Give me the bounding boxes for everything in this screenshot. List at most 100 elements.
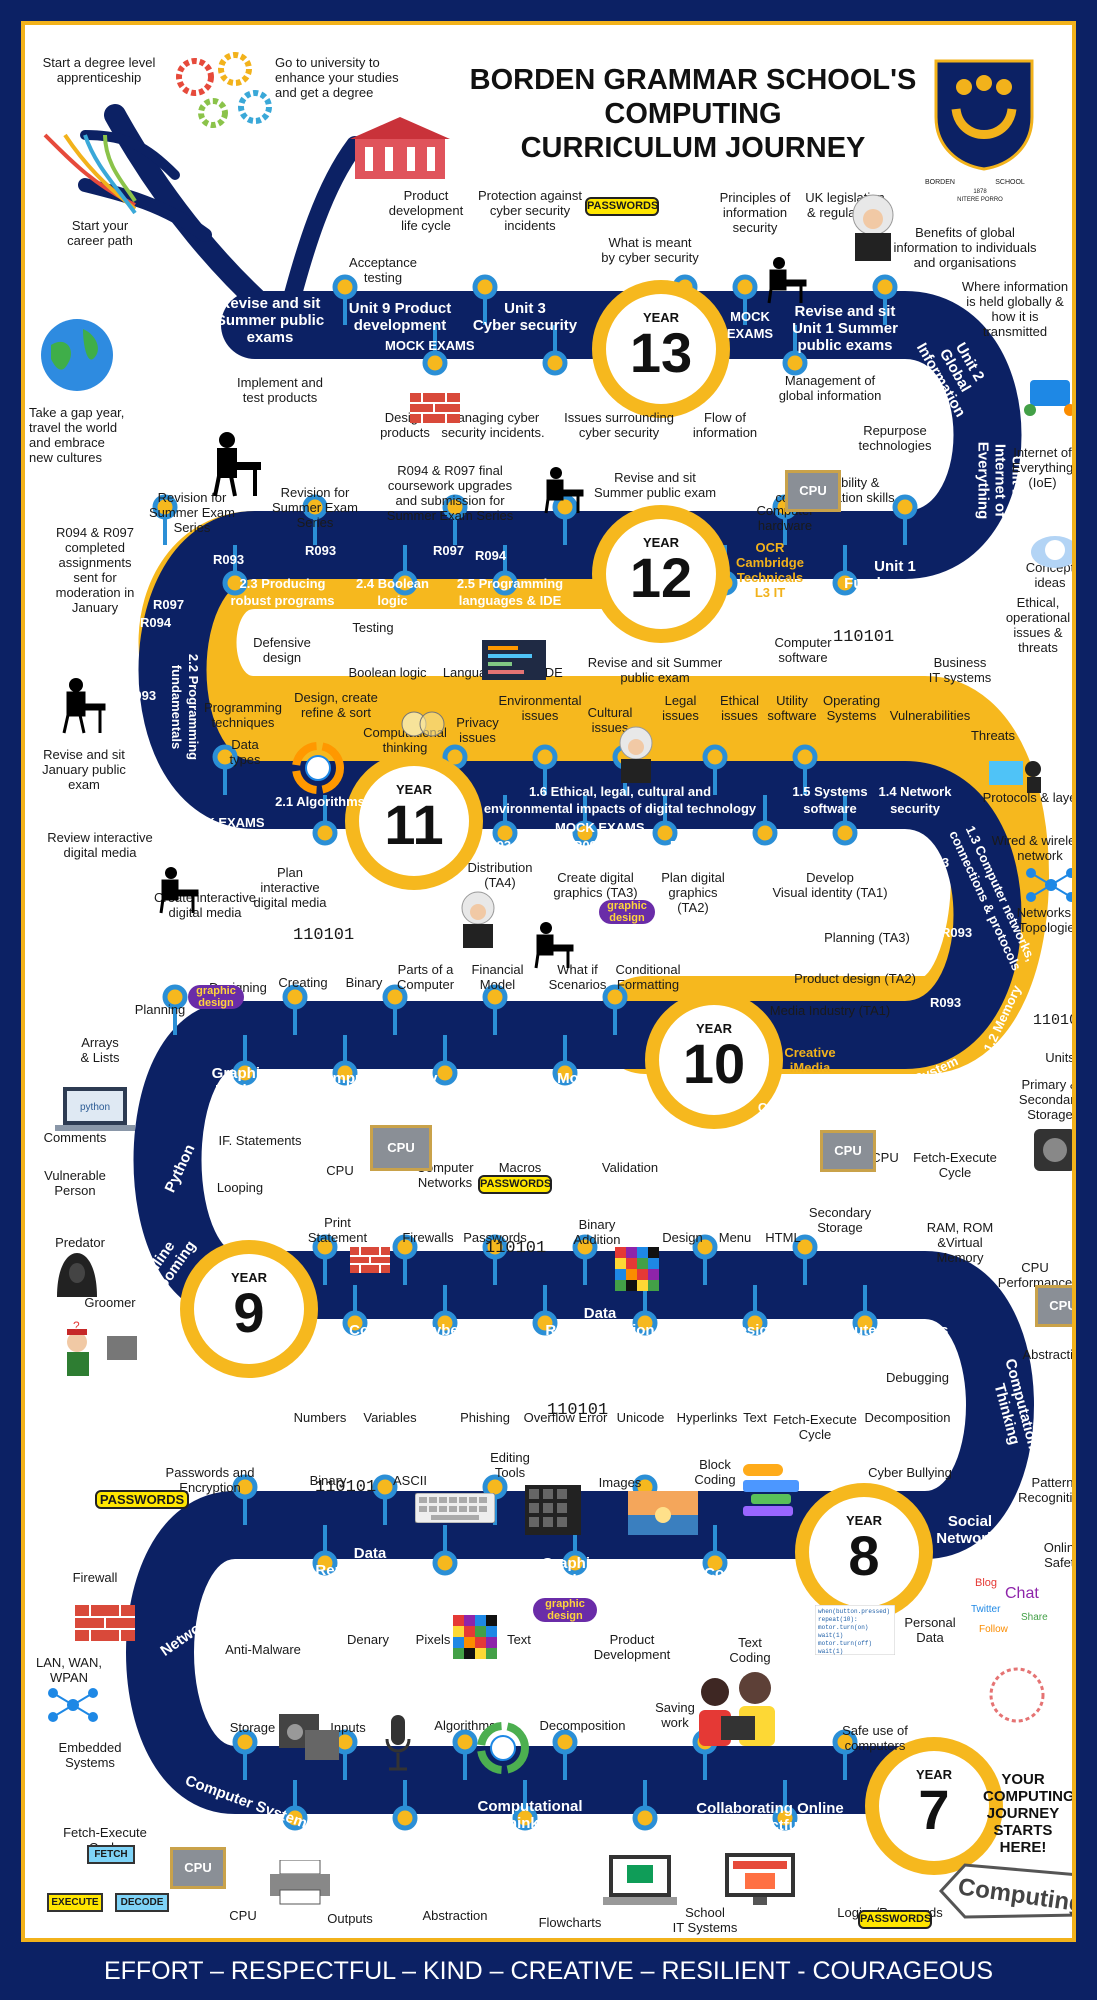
topic-units: Units	[1045, 1050, 1075, 1065]
unit-graphic-design-8: Graphic Design	[541, 1555, 599, 1589]
cpu-chip-icon-12: CPU	[785, 470, 841, 512]
topic-repurpose-tech: Repurpose technologies	[858, 423, 932, 453]
school-it-monitor-icon	[725, 1853, 795, 1905]
algorithms-cycle-icon	[477, 1722, 529, 1774]
graphic-design-badge-icon-8: graphic design	[533, 1598, 597, 1622]
topic-comments: Comments	[43, 1130, 107, 1145]
road-node	[552, 1060, 578, 1086]
topic-vulnerabilities: Vulnerabilities	[889, 708, 971, 723]
topic-menu: Menu	[718, 1230, 752, 1245]
road-node	[632, 1805, 658, 1831]
pixel-grid-icon	[615, 1247, 659, 1291]
unit-computational-thinking-7: Computational Thinking	[477, 1798, 583, 1832]
svg-text:wait(1): wait(1)	[818, 1632, 843, 1639]
judge-icon-11b	[461, 891, 495, 948]
lan-network-icon	[48, 1688, 98, 1722]
road-node	[792, 744, 818, 770]
road-node	[312, 1550, 338, 1576]
topic-protection-cyber: Protection against cyber security incide…	[477, 188, 583, 233]
collaborating-students-icon	[699, 1672, 775, 1746]
topic-revision-summer-1: Revision for Summer Exam Series	[149, 490, 235, 535]
road-node	[632, 1310, 658, 1336]
topic-groomer: Groomer	[84, 1295, 136, 1310]
topic-storage-7: Storage	[229, 1720, 276, 1735]
road-node	[572, 820, 598, 846]
topic-revise-summer-12b: Revise and sit Summer public exam	[587, 655, 723, 685]
crest-motto: NITERE PORRO	[957, 197, 1003, 203]
creative-imedia: Creative iMedia	[784, 1045, 836, 1075]
road-node	[692, 1234, 718, 1260]
topic-outputs: Outputs	[327, 1911, 373, 1926]
topic-what-if-scenarios: What if Scenarios	[548, 962, 607, 992]
topic-1-4-network-security: 1.4 Network security	[878, 784, 952, 816]
topic-networks-topologies: Networks & Topologies	[1016, 905, 1076, 935]
road-node	[652, 820, 678, 846]
svg-text:Share: Share	[1021, 1612, 1048, 1623]
topic-fetch-execute-9: Fetch-Execute Cycle	[773, 1412, 857, 1442]
year-11-word: YEAR	[395, 782, 433, 797]
topic-if-statements: IF. Statements	[218, 1133, 302, 1148]
topic-implement-test: Implement and test products	[237, 375, 323, 405]
year-8-word: YEAR	[845, 1513, 883, 1528]
road-node	[852, 1310, 878, 1336]
road-node	[752, 820, 778, 846]
topic-operating-systems: Operating Systems	[822, 693, 881, 723]
topic-cpu-10b: CPU	[871, 1150, 899, 1165]
topic-numbers: Numbers	[293, 1410, 347, 1425]
svg-text:wait(1): wait(1)	[818, 1648, 843, 1655]
topic-pixels: Pixels	[415, 1632, 451, 1647]
person-at-desk-icon-12b	[544, 467, 584, 514]
road-node	[772, 1805, 798, 1831]
road-node	[282, 1805, 308, 1831]
code-11-r093-d: R093	[930, 995, 962, 1010]
code-11-r093-c: R093	[941, 925, 973, 940]
career-university: Go to university to enhance your studies…	[275, 55, 399, 100]
topic-predator: Predator	[55, 1235, 105, 1250]
computing-sign-icon: Computing	[938, 1863, 1072, 1919]
topic-design-9: Design	[662, 1230, 703, 1245]
road-node	[572, 1234, 598, 1260]
person-at-desk-icon-11b	[534, 922, 574, 969]
topic-macros: Macros	[498, 1160, 542, 1175]
topic-testing: Testing	[352, 620, 394, 635]
topic-binary-8: Binary	[309, 1473, 347, 1488]
unit-computer-systems-9: Computer Systems	[811, 1322, 949, 1339]
topic-firewalls: Firewalls	[402, 1230, 454, 1245]
topic-passwords-encryption: Passwords and Encryption	[165, 1465, 255, 1495]
gcse-computer-science: GCSE Computer Science	[757, 1083, 873, 1115]
year-9-number: 9	[233, 1281, 265, 1344]
threat-hacker-icon	[989, 761, 1041, 793]
code-11-r094-a: R094	[573, 838, 605, 853]
topic-design-create-refine: Design, create refine & sort	[294, 690, 378, 720]
topic-programming-techniques: Programming techniques	[203, 700, 283, 730]
unit-3-cyber-security: Unit 3 Cyber security	[472, 300, 578, 334]
road-node	[372, 1474, 398, 1500]
topic-plan-digital-graphics: Plan digital graphics (TA2)	[661, 870, 725, 915]
topic-binary-10: Binary	[345, 975, 383, 990]
topic-cultural-issues: Cultural issues	[587, 705, 633, 735]
brick-firewall-icon-9	[350, 1247, 390, 1273]
year-13-word: YEAR	[642, 310, 680, 325]
road-node	[422, 350, 448, 376]
road-node	[392, 570, 418, 596]
topic-media-industry-ta1: Media Industry (TA1)	[769, 1003, 891, 1018]
road-node	[602, 984, 628, 1010]
passwords-badge-icon-10: PASSWORDS	[478, 1175, 552, 1194]
road-node	[552, 1729, 578, 1755]
road-node	[452, 1729, 478, 1755]
text-coding-icon: when(button.pressed)repeat(10):motor.tur…	[815, 1605, 895, 1655]
binary-icon-9b: 110101	[547, 1401, 609, 1420]
curriculum-road	[78, 104, 1049, 1831]
fetch-box-icon: FETCH	[87, 1845, 135, 1864]
code-r093-a: R093	[213, 552, 245, 567]
unit-graphic-design-10: Graphic Design	[211, 1065, 269, 1099]
topic-arrays-lists: Arrays & Lists	[80, 1035, 120, 1065]
unit-coding-9: Coding	[349, 1322, 401, 1339]
topic-looping: Looping	[216, 1180, 264, 1195]
svg-text:Follow: Follow	[979, 1624, 1009, 1635]
crest-text-right: SCHOOL	[995, 179, 1025, 186]
topic-vulnerable-person: Vulnerable Person	[44, 1168, 106, 1198]
topic-validation: Validation	[601, 1160, 659, 1175]
